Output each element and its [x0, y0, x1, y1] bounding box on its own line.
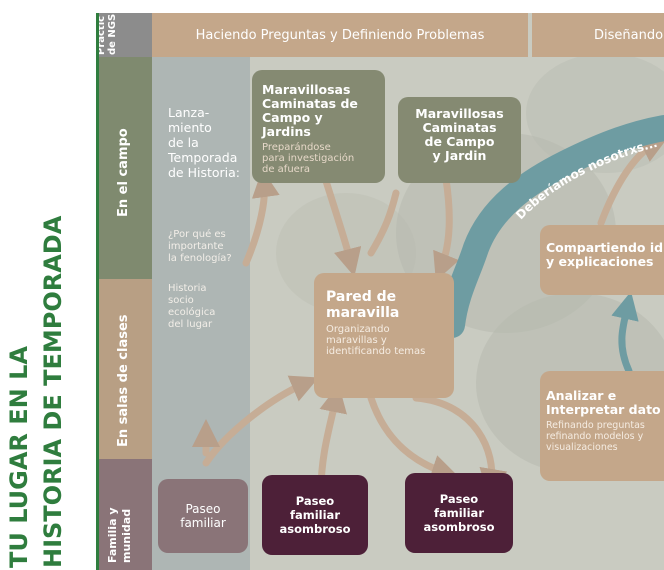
title-line: y explicaciones [546, 254, 654, 269]
return-arrow [611, 291, 639, 375]
title-line: Maravillosas [415, 106, 504, 121]
sub-line: para investigación [262, 153, 355, 164]
title-line: asombroso [423, 520, 495, 534]
box-title: Paseo familiar asombroso [279, 494, 350, 536]
title-line: asombroso [279, 522, 351, 536]
column-header-disenando-label: Diseñando [594, 27, 664, 43]
history-text: Historia socio ecológica del lugar [168, 283, 215, 331]
box-title: Paseo familiar [180, 502, 226, 530]
title-line: Paseo [439, 492, 479, 506]
row-campo: En el campo [96, 57, 152, 279]
box-compartiendo: Compartiendo id y explicaciones [540, 225, 664, 295]
frame-line [96, 13, 99, 570]
title-line: Campo y Jardins [262, 110, 323, 139]
question-line: importante [168, 241, 224, 252]
arrow [242, 169, 280, 267]
history-line: Historia [168, 283, 207, 294]
title-line: maravilla [326, 305, 400, 321]
sub-line: de afuera [262, 164, 311, 175]
box-title: Analizar e Interpretar dato [546, 389, 664, 417]
box-subtitle: Refinando preguntas refinando modelos y … [546, 420, 664, 453]
launch-line: Lanza- [168, 105, 210, 120]
box-title: Paseo familiar asombroso [423, 492, 494, 534]
title-line: familiar [289, 508, 340, 522]
title-line: Caminatas de [262, 96, 358, 111]
box-title: Maravillosas Caminatas de Campo y Jardin [406, 107, 513, 163]
arrow [322, 177, 362, 277]
arrow [367, 394, 460, 482]
vertical-title-line-1: TU LUGAR EN LA [5, 346, 33, 568]
title-line: Caminatas [422, 120, 497, 135]
arrow [433, 175, 460, 282]
box-paseo-asombroso-1: Paseo familiar asombroso [262, 475, 368, 555]
title-line: de Campo [424, 134, 495, 149]
title-line: Paseo [295, 494, 335, 508]
box-pared-de-maravilla: Pared de maravilla Organizando maravilla… [314, 273, 454, 398]
question-text: ¿Por qué es importante la fenología? [168, 229, 232, 265]
sub-line: Organizando [326, 324, 390, 335]
deberiamos-band [439, 115, 664, 338]
title-line: familiar [433, 506, 484, 520]
sub-line: maravillas y [326, 335, 387, 346]
sub-line: Preparándose [262, 142, 331, 153]
arrow [597, 136, 664, 227]
sub-line: refinando modelos y [546, 431, 644, 442]
launch-line: de la [168, 135, 199, 150]
box-analizar: Analizar e Interpretar dato Refinando pr… [540, 371, 664, 481]
title-line: y Jardin [432, 148, 487, 163]
launch-text: Lanza- miento de la Temporada de Histori… [168, 105, 240, 180]
vertical-title-line-2: HISTORIA DE TEMPORADA [39, 215, 67, 568]
box-caminatas-preparandose: Maravillosas Caminatas de Campo y Jardin… [252, 70, 385, 183]
title-line: Paseo [185, 502, 221, 516]
title-line: Compartiendo id [546, 240, 664, 255]
launch-line: de Historia: [168, 165, 241, 180]
diagram: Practic de NGS En el campo En salas de c… [96, 13, 664, 570]
title-line: familiar [180, 516, 226, 530]
arrow [412, 394, 508, 497]
history-line: socio [168, 295, 194, 306]
title-line: Analizar e [546, 388, 617, 403]
practices-cell: Practic de NGS [96, 13, 152, 57]
title-line: Maravillosas [262, 82, 351, 97]
box-subtitle: Organizando maravillas y identificando t… [326, 324, 442, 357]
row-clases: En salas de clases [96, 279, 152, 459]
vertical-title: TU LUGAR EN LA HISTORIA DE TEMPORADA [0, 0, 96, 570]
box-caminatas-jardin: Maravillosas Caminatas de Campo y Jardin [398, 97, 521, 183]
sub-line: visualizaciones [546, 442, 618, 453]
box-paseo-asombroso-2: Paseo familiar asombroso [405, 473, 513, 553]
column-header-preguntas: Haciendo Preguntas y Definiendo Problema… [152, 13, 528, 57]
box-paseo-familiar: Paseo familiar [158, 479, 248, 553]
history-line: ecológica [168, 307, 216, 318]
box-subtitle: Preparándose para investigación de afuer… [262, 142, 375, 175]
arrow [367, 189, 400, 257]
box-title: Maravillosas Caminatas de Campo y Jardin… [262, 83, 375, 139]
sub-line: Refinando preguntas [546, 420, 645, 431]
title-line: Interpretar dato [546, 402, 661, 417]
column-header-preguntas-label: Haciendo Preguntas y Definiendo Problema… [195, 27, 485, 43]
launch-line: miento [168, 120, 212, 135]
question-line: la fenología? [168, 253, 232, 264]
box-title: Compartiendo id y explicaciones [546, 241, 664, 269]
arrow [202, 375, 319, 467]
question-line: ¿Por qué es [168, 229, 226, 240]
column-header-disenando: Diseñando [532, 13, 664, 57]
title-line: Pared de [326, 289, 397, 305]
box-title: Pared de maravilla [326, 289, 442, 321]
sub-line: identificando temas [326, 346, 426, 357]
history-line: del lugar [168, 319, 213, 330]
flow-arrows: Deberíamos nosotrxs... [192, 115, 664, 497]
launch-line: Temporada [168, 150, 238, 165]
row-familia: Familia y munidad [96, 459, 152, 570]
